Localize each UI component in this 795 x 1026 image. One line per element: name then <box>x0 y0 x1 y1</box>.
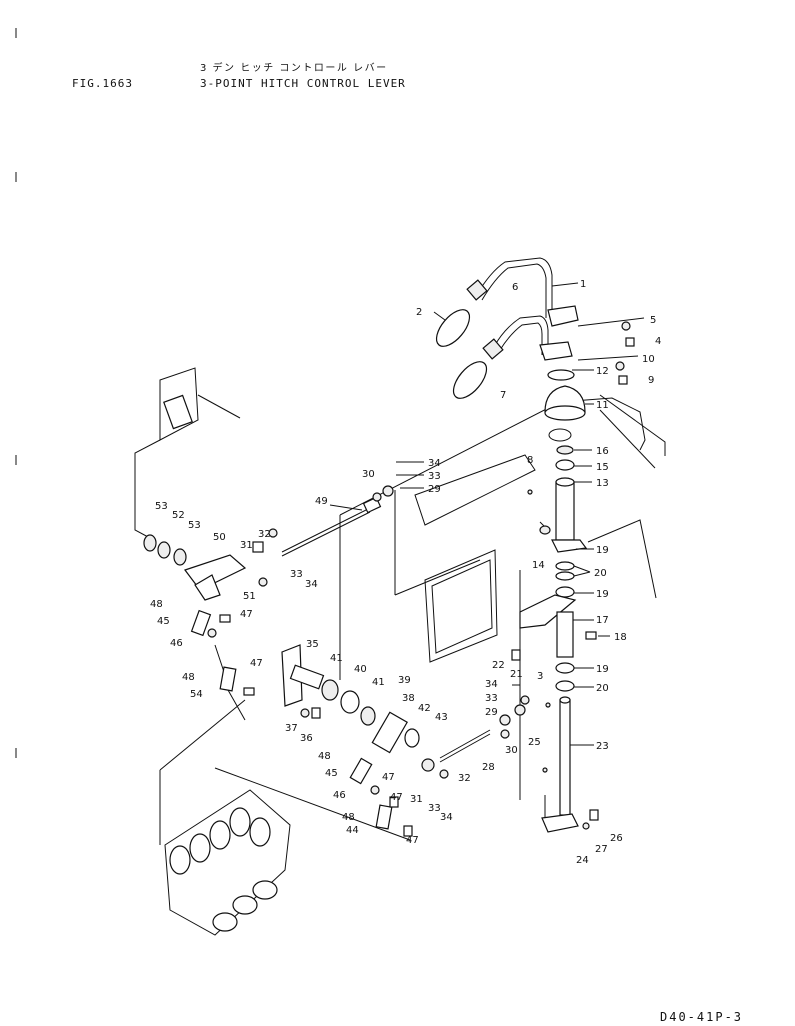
callout-33-b: 33 <box>290 569 303 580</box>
callout-47-d: 47 <box>390 792 403 803</box>
page-code: D40-41P-3 <box>660 1010 744 1024</box>
callout-48-b: 48 <box>182 672 195 683</box>
lever-1 <box>466 257 579 327</box>
callout-48-a: 48 <box>150 599 163 610</box>
callout-4: 4 <box>655 336 661 347</box>
fasteners <box>219 321 635 837</box>
callout-19-a: 19 <box>596 545 609 556</box>
callout-46-b: 46 <box>333 790 346 801</box>
callout-40: 40 <box>354 664 367 675</box>
callout-15: 15 <box>596 462 609 473</box>
figure-number: FIG.1663 <box>72 77 133 90</box>
pivot-stack <box>519 369 588 833</box>
callout-32-a: 32 <box>258 529 271 540</box>
knob-2 <box>435 309 471 347</box>
callout-29-a: 29 <box>428 484 441 495</box>
callout-34-b: 34 <box>305 579 318 590</box>
callout-8: 8 <box>527 455 533 466</box>
callout-48-d: 48 <box>342 812 355 823</box>
callout-47-c: 47 <box>382 772 395 783</box>
callout-12: 12 <box>596 366 609 377</box>
callout-26: 26 <box>610 833 623 844</box>
lever-6 <box>482 315 573 361</box>
callout-32-b: 32 <box>458 773 471 784</box>
callout-36: 36 <box>300 733 313 744</box>
callout-27: 27 <box>595 844 608 855</box>
callout-20-a: 20 <box>594 568 607 579</box>
callout-53-b: 53 <box>188 520 201 531</box>
callout-31-b: 31 <box>410 794 423 805</box>
callout-24: 24 <box>576 855 589 866</box>
callout-35: 35 <box>306 639 319 650</box>
callout-51: 51 <box>243 591 256 602</box>
bracket-top-left <box>134 367 241 539</box>
callout-18: 18 <box>614 632 627 643</box>
callout-16: 16 <box>596 446 609 457</box>
callout-52: 52 <box>172 510 185 521</box>
callout-50: 50 <box>213 532 226 543</box>
callout-30-a: 30 <box>362 469 375 480</box>
callout-48-c: 48 <box>318 751 331 762</box>
callout-30-b: 30 <box>505 745 518 756</box>
callout-41-b: 41 <box>372 677 385 688</box>
callout-44: 44 <box>346 825 359 836</box>
callout-6: 6 <box>512 282 518 293</box>
callout-2: 2 <box>416 307 422 318</box>
callout-33-d: 33 <box>428 803 441 814</box>
left-linkage <box>143 534 247 771</box>
callout-33-c: 33 <box>485 693 498 704</box>
callout-47-e: 47 <box>406 835 419 846</box>
callout-46-a: 46 <box>170 638 183 649</box>
callout-47-a: 47 <box>240 609 253 620</box>
control-valve-block <box>159 770 291 936</box>
callout-45-a: 45 <box>157 616 170 627</box>
callout-41-a: 41 <box>330 653 343 664</box>
callout-22: 22 <box>492 660 505 671</box>
callout-13: 13 <box>596 478 609 489</box>
callout-34-c: 34 <box>485 679 498 690</box>
callout-49: 49 <box>315 496 328 507</box>
callout-39: 39 <box>398 675 411 686</box>
callout-28: 28 <box>482 762 495 773</box>
callout-29-b: 29 <box>485 707 498 718</box>
callout-34-d: 34 <box>440 812 453 823</box>
leader-lines <box>329 282 645 746</box>
title-english: 3-POINT HITCH CONTROL LEVER <box>200 77 406 90</box>
callout-23: 23 <box>596 741 609 752</box>
callout-31-a: 31 <box>240 540 253 551</box>
callout-20-b: 20 <box>596 683 609 694</box>
callout-37: 37 <box>285 723 298 734</box>
callout-38: 38 <box>402 693 415 704</box>
callout-47-b: 47 <box>250 658 263 669</box>
callout-19-c: 19 <box>596 664 609 675</box>
housing-body <box>339 394 666 800</box>
callout-45-b: 45 <box>325 768 338 779</box>
callout-54: 54 <box>190 689 203 700</box>
callout-14: 14 <box>532 560 545 571</box>
rod-28 <box>439 704 526 763</box>
callout-42: 42 <box>418 703 431 714</box>
callout-7: 7 <box>500 390 506 401</box>
callout-53-a: 53 <box>155 501 168 512</box>
callout-19-b: 19 <box>596 589 609 600</box>
rod-49 <box>281 485 394 557</box>
callout-21: 21 <box>510 669 523 680</box>
callout-33-a: 33 <box>428 471 441 482</box>
title-japanese: 3 デン ヒッチ コントロール レバー <box>200 63 388 74</box>
callout-34-a: 34 <box>428 458 441 469</box>
callout-11: 11 <box>596 400 609 411</box>
callout-numbers: 1 2 6 5 4 10 12 9 7 11 16 15 8 13 34 30 … <box>150 279 661 866</box>
callout-10: 10 <box>642 354 655 365</box>
callout-17: 17 <box>596 615 609 626</box>
callout-9: 9 <box>648 375 654 386</box>
center-linkage <box>214 644 435 841</box>
callout-25: 25 <box>528 737 541 748</box>
callout-43: 43 <box>435 712 448 723</box>
callout-1: 1 <box>580 279 586 290</box>
knob-7 <box>452 361 488 399</box>
callout-3: 3 <box>537 671 543 682</box>
callout-5: 5 <box>650 315 656 326</box>
